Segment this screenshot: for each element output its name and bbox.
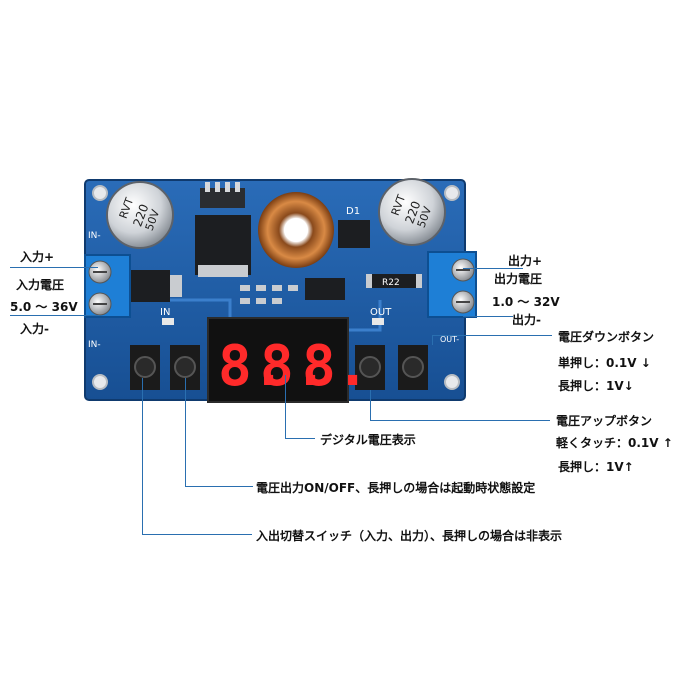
capacitor-left: 220 50V RVT (106, 181, 174, 249)
out-led (372, 318, 384, 325)
in-led (162, 318, 174, 325)
down-button (398, 345, 428, 390)
output-plus-label: 出力+ (508, 254, 543, 268)
svg-text:IN-: IN- (88, 340, 101, 350)
switch-label: 入出切替スイッチ（入力、出力）、長押しの場合は非表示 (256, 529, 563, 543)
output-terminal-block (427, 251, 477, 318)
output-range-label: 1.0 ～ 32V (492, 295, 560, 309)
svg-text:R22: R22 (382, 278, 400, 288)
svg-text:8.: 8. (218, 334, 285, 399)
up-single-label: 軽くタッチ：0.1V ↑ (556, 436, 673, 450)
svg-text:IN-: IN- (88, 231, 101, 241)
onoff-label: 電圧出力ON/OFF、長押しの場合は起動時状態設定 (256, 481, 536, 495)
diode-d1: D1 (338, 206, 370, 248)
mount-hole (92, 185, 108, 201)
transistor (130, 270, 170, 302)
capacitor-right: 220 50V RVT (378, 178, 446, 246)
svg-text:OUT: OUT (370, 307, 392, 318)
regulator-ic (195, 182, 251, 277)
output-voltage-label: 出力電圧 (494, 272, 543, 286)
output-minus-label: 出力- (512, 313, 541, 327)
digital-display: 8. 8. 8. (207, 317, 369, 403)
up-button-label: 電圧アップボタン (556, 414, 653, 428)
switch-button (130, 345, 160, 390)
down-long-label: 長押し：1V↓ (558, 379, 634, 393)
resistor-r22: R22 (366, 274, 422, 288)
up-button (355, 345, 385, 390)
svg-text:8.: 8. (260, 334, 327, 399)
input-terminal-block (84, 254, 131, 318)
up-long-label: 長押し：1V↑ (558, 460, 634, 474)
svg-text:D1: D1 (346, 206, 360, 217)
input-plus-label: 入力+ (20, 250, 55, 264)
toroidal-inductor (258, 192, 334, 268)
down-single-label: 単押し：0.1V ↓ (558, 356, 651, 370)
svg-text:IN: IN (160, 307, 170, 318)
input-range-label: 5.0 ～ 36V (10, 300, 78, 314)
input-voltage-label: 入力電圧 (16, 278, 65, 292)
mount-hole (444, 185, 460, 201)
mount-hole (92, 374, 108, 390)
mount-hole (444, 374, 460, 390)
svg-text:8.: 8. (302, 334, 369, 399)
display-label: デジタル電圧表示 (320, 433, 416, 447)
down-button-label: 電圧ダウンボタン (558, 330, 655, 344)
svg-text:OUT-: OUT- (440, 335, 459, 344)
input-minus-label: 入力- (20, 322, 49, 336)
control-ic (305, 278, 345, 300)
